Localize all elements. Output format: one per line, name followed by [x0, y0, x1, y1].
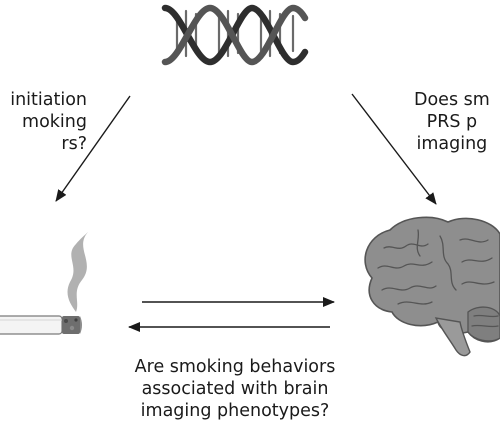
caption-prs-question: Does sm PRS p imaging [414, 89, 490, 155]
smoke-wisp [67, 232, 88, 312]
brain-cerebellum [467, 306, 500, 342]
caption-bottom-line-2: associated with brain [141, 379, 329, 399]
brain-brainstem [434, 317, 471, 357]
caption-left-line-1: initiation [10, 90, 87, 110]
caption-left-line-2: moking [22, 112, 87, 132]
caption-right-line-3: imaging [416, 134, 488, 154]
caption-bottom-line-1: Are smoking behaviors [134, 357, 336, 377]
arrow-dna-to-brain [351, 93, 437, 205]
caption-association-question: Are smoking behaviors associated with br… [0, 356, 470, 422]
caption-smoking-initiation-question: initiation moking rs? [10, 89, 87, 155]
caption-bottom-line-3: imaging phenotypes? [140, 401, 330, 421]
caption-right-line-2: PRS p [426, 112, 478, 132]
caption-left-line-3: rs? [61, 134, 87, 154]
caption-right-line-1: Does sm [414, 90, 490, 110]
arrow-dna-to-cigarette [55, 95, 131, 202]
